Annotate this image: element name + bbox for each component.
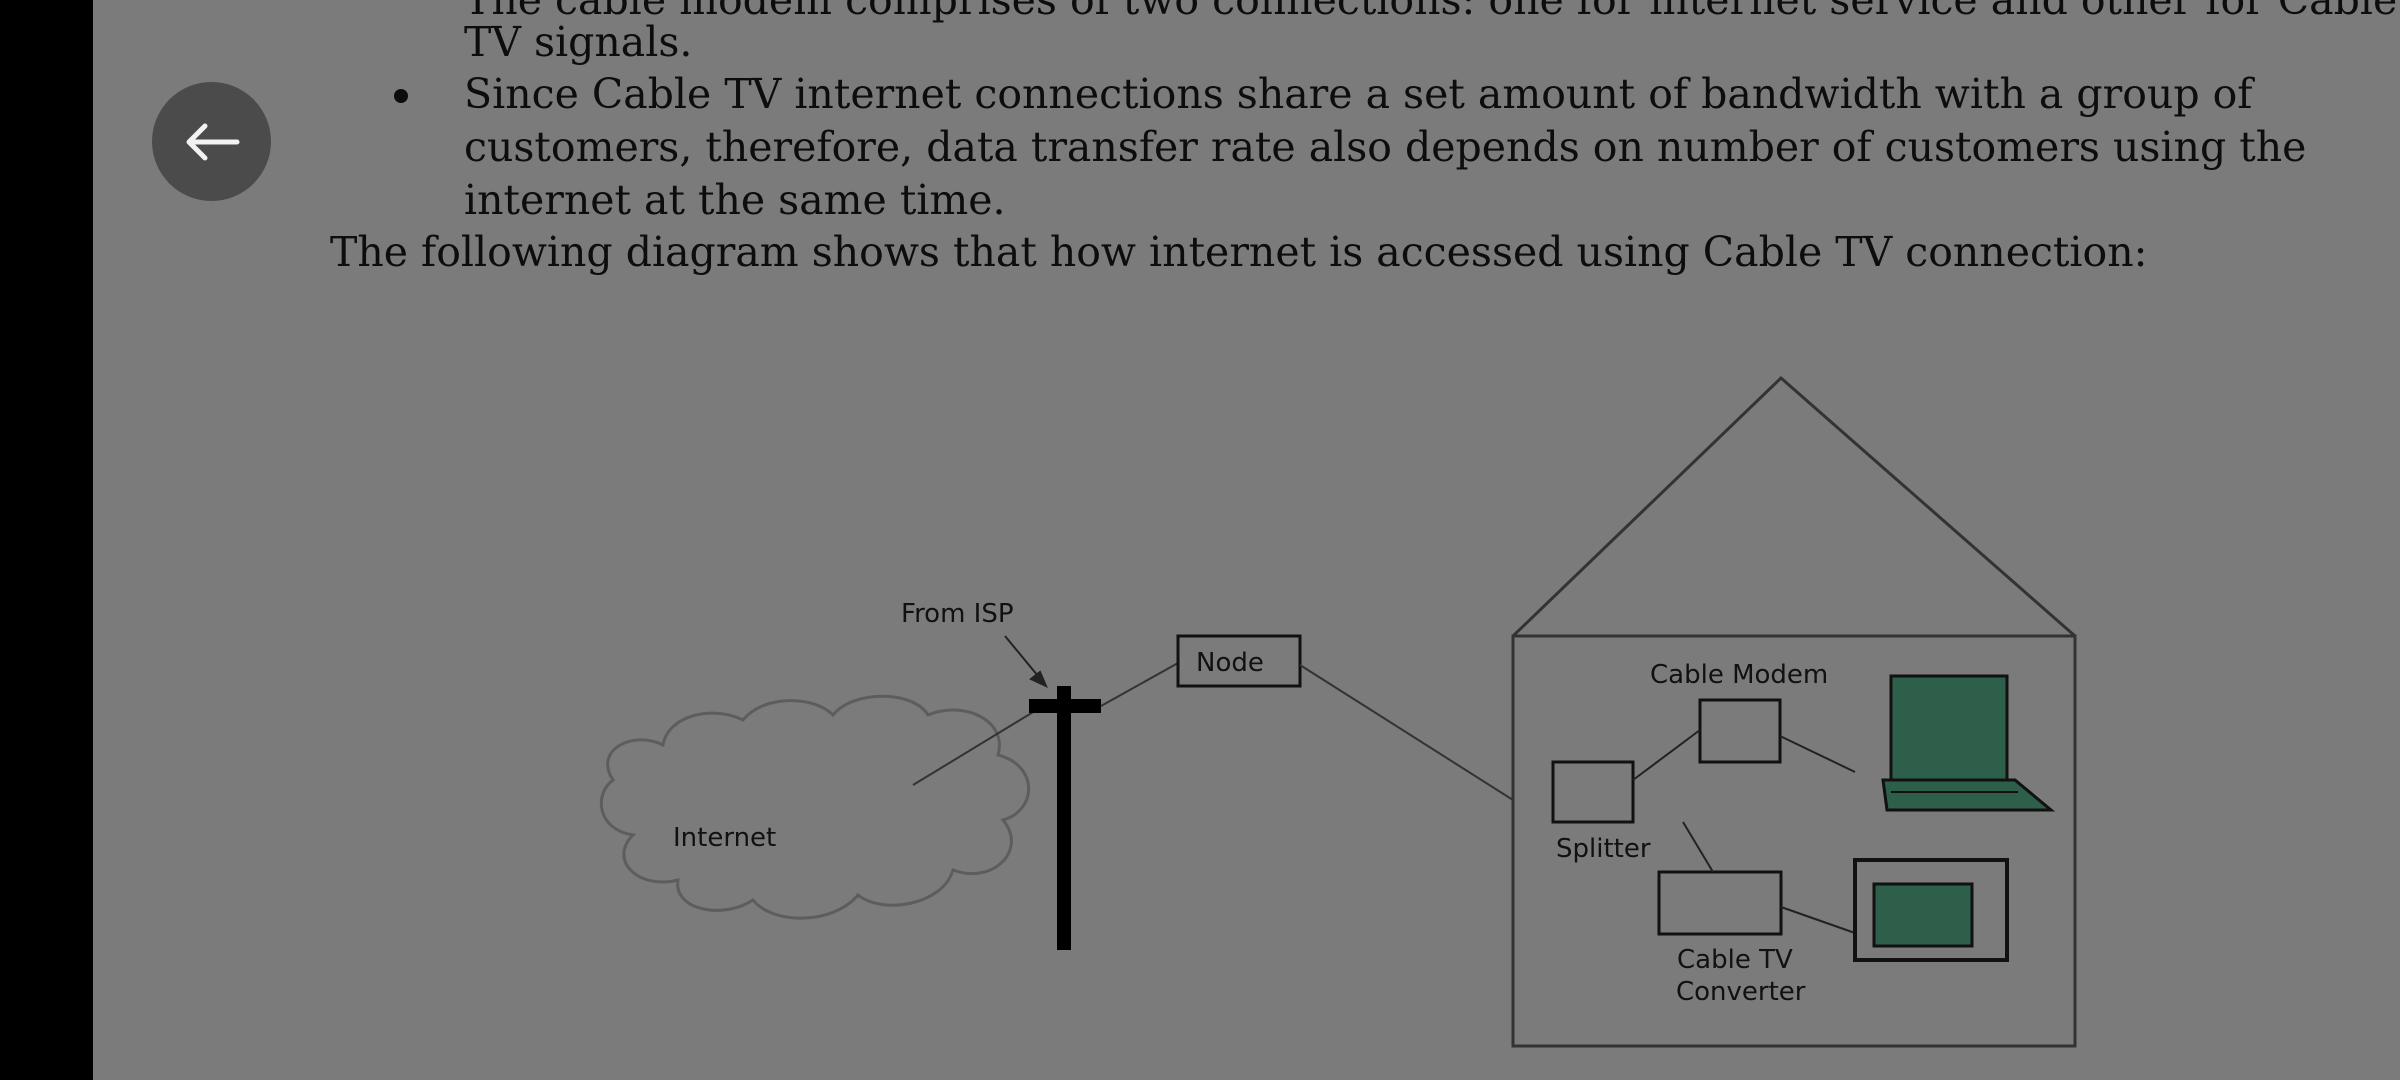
link-cloud-pole <box>912 699 1054 786</box>
cable-modem-label: Cable Modem <box>1650 660 1828 690</box>
link-pole-node <box>1100 662 1179 707</box>
paragraph-text: The following diagram shows that how int… <box>330 228 2148 276</box>
link-node-house <box>1299 664 1514 801</box>
arrow-left-icon <box>186 123 239 160</box>
bullet-text-line: Since Cable TV internet connections shar… <box>464 70 2253 118</box>
cable-tv-converter-label-line1: Cable TV <box>1677 945 1793 975</box>
splitter-label: Splitter <box>1556 834 1651 864</box>
node-label: Node <box>1196 648 1264 678</box>
tv-icon <box>1853 858 2009 962</box>
left-black-bar <box>0 0 93 1080</box>
bullet-dot <box>394 89 408 103</box>
from-isp-label: From ISP <box>901 599 1014 629</box>
cable-modem-box <box>1698 698 1782 764</box>
node-box <box>1176 634 1302 688</box>
back-button[interactable] <box>152 82 271 201</box>
cable-internet-diagram: Internet From ISP Node Cable Modem <box>599 375 2077 1048</box>
bullet-text-line: customers, therefore, data transfer rate… <box>464 123 2307 171</box>
document-page[interactable]: The cable modem comprises of two connect… <box>93 0 2400 1080</box>
bullet-text-line: internet at the same time. <box>464 176 1006 224</box>
cable-tv-converter-label-line2: Converter <box>1676 977 1806 1007</box>
splitter-box <box>1551 760 1635 824</box>
bullet-text-line: The cable modem comprises of two connect… <box>464 0 2398 24</box>
utility-pole <box>1029 686 1101 950</box>
internet-cloud <box>599 694 1031 920</box>
laptop-icon <box>1881 674 2056 812</box>
house-connections <box>1632 729 1856 934</box>
from-isp-arrow <box>1004 635 1048 689</box>
house-outline <box>1511 375 2077 1048</box>
cable-tv-converter-box <box>1657 870 1783 936</box>
internet-label: Internet <box>673 823 776 853</box>
bullet-text-line: TV signals. <box>464 18 693 66</box>
